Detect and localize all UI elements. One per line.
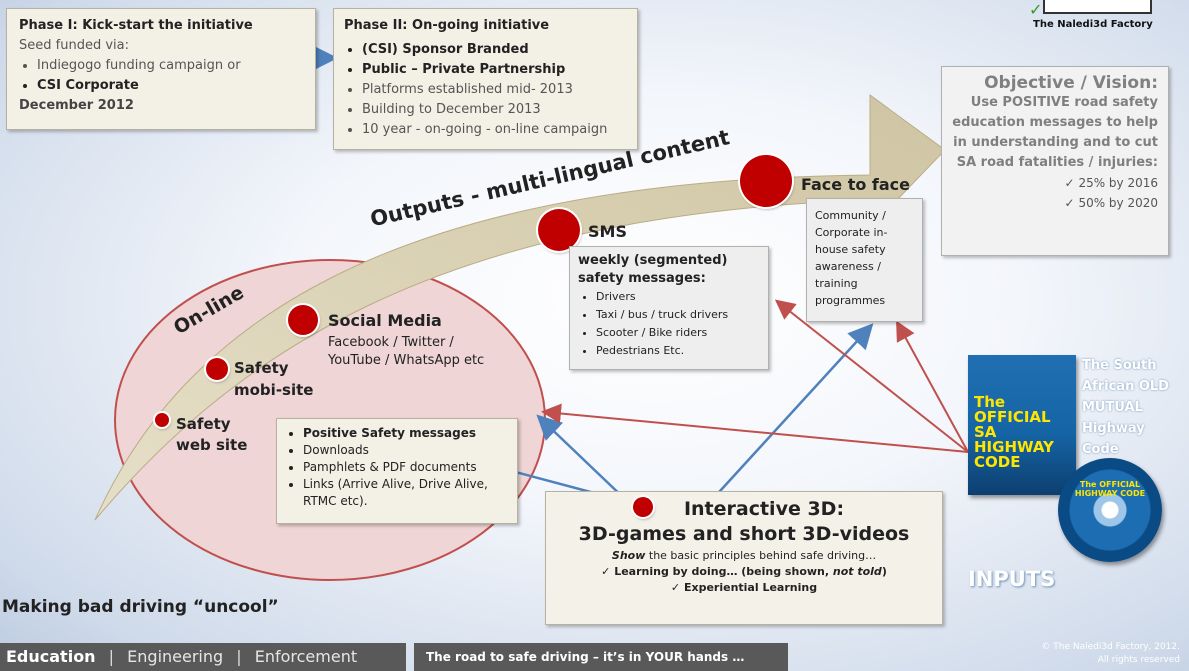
footer-education: Education — [6, 647, 96, 666]
interactive-3d-title: Interactive 3D: — [683, 498, 845, 520]
interactive-3d-subtitle: 3D-games and short 3D-videos — [578, 523, 910, 545]
social-media-dot — [288, 305, 318, 335]
web-content-box: Positive Safety messages Downloads Pamph… — [276, 418, 518, 524]
target-2016: 25% by 2016 — [1078, 176, 1158, 190]
social-media-label: Social Media — [328, 311, 442, 330]
footer-slogan: The road to safe driving – it’s in YOUR … — [414, 643, 788, 671]
growth-arrow — [94, 94, 946, 521]
objective-body: Use POSITIVE road safety education messa… — [952, 95, 1158, 170]
phase1-box: Phase I: Kick-start the initiative Seed … — [6, 8, 316, 130]
phase2-box: Phase II: On-going initiative (CSI) Spon… — [333, 8, 638, 150]
mobi-site-label: Safety mobi-site — [234, 359, 314, 399]
phase1-item: CSI Corporate — [37, 76, 303, 96]
phase1-date: December 2012 — [19, 98, 134, 113]
blue-arrow-to-web — [536, 414, 629, 503]
red-arrow-to-web — [541, 403, 969, 453]
web-item: Pamphlets & PDF documents — [303, 459, 509, 476]
objective-title: Objective / Vision: — [984, 73, 1158, 93]
footer-bar: Education | Engineering | Enforcement — [0, 643, 406, 671]
line2b: ) — [881, 565, 887, 578]
face-to-face-body: Community / Corporate in-house safety aw… — [815, 209, 888, 307]
interactive-3d-box: Interactive 3D: 3D-games and short 3D-vi… — [545, 491, 943, 625]
red-arrow-to-sms — [774, 299, 969, 453]
show-emphasis: Show — [611, 549, 646, 562]
sms-title: weekly (segmented) safety messages: — [578, 253, 728, 286]
phase2-item: Public – Private Partnership — [362, 60, 627, 80]
social-media-sub: Facebook / Twitter / YouTube / WhatsApp … — [328, 335, 485, 368]
uncool-text: Making bad driving “uncool” — [2, 597, 279, 617]
web-item: Downloads — [303, 442, 509, 459]
web-item: Positive Safety messages — [303, 425, 509, 442]
phase1-item: Indiegogo funding campaign or — [37, 56, 303, 76]
phase1-seed: Seed funded via: — [19, 38, 129, 53]
footer-enforcement: Enforcement — [254, 647, 358, 666]
red-arrow-to-face — [896, 320, 969, 453]
web-site-label: Safety web site — [176, 415, 248, 454]
face-to-face-label: Face to face — [801, 175, 910, 194]
logo-mark — [1043, 0, 1152, 14]
interactive-line1: Show the basic principles behind safe dr… — [554, 549, 934, 562]
naledi3d-logo: ✓ The Naledi3d Factory — [1025, 0, 1163, 34]
footer-engineering: Engineering — [127, 647, 224, 666]
footer-separator: | — [236, 647, 242, 666]
mobi-site-dot — [206, 358, 228, 380]
book-title: The OFFICIAL SA HIGHWAY CODE — [974, 393, 1054, 471]
sms-box: weekly (segmented) safety messages: Driv… — [569, 246, 769, 370]
phase2-item: (CSI) Sponsor Branded — [362, 40, 627, 60]
line1-rest: the basic principles behind safe driving… — [645, 549, 877, 562]
objective-target: ✓ 25% by 2016 — [952, 173, 1158, 193]
sms-item: Drivers — [596, 288, 760, 306]
phase2-item: Building to December 2013 — [362, 100, 627, 120]
check-icon: ✓ — [1064, 196, 1075, 210]
phase2-item: Platforms established mid- 2013 — [362, 80, 627, 100]
logo-check-icon: ✓ — [1029, 0, 1043, 19]
blue-arrow-to-face — [709, 323, 874, 503]
interactive-line3: ✓ Experiential Learning — [670, 581, 818, 594]
face-to-face-box: Community / Corporate in-house safety aw… — [806, 198, 923, 322]
objective-box: Objective / Vision: Use POSITIVE road sa… — [941, 66, 1169, 256]
sms-item: Pedestrians Etc. — [596, 342, 760, 360]
inputs-label: INPUTS — [968, 567, 1056, 591]
highway-code-label: The South African OLD MUTUAL Highway Cod… — [1082, 358, 1169, 457]
face-to-face-dot — [740, 155, 792, 207]
phase1-title: Phase I: Kick-start the initiative — [19, 18, 253, 33]
sms-label: SMS — [588, 222, 627, 241]
highway-code-book: The OFFICIAL SA HIGHWAY CODE — [968, 355, 1076, 495]
phase2-title: Phase II: On-going initiative — [344, 18, 550, 33]
footer-separator: | — [108, 647, 115, 666]
line3: Experiential Learning — [683, 581, 818, 594]
sms-item: Scooter / Bike riders — [596, 324, 760, 342]
logo-text: The Naledi3d Factory — [1033, 19, 1153, 30]
line2a: Learning by doing… (being shown, — [614, 565, 833, 578]
phase2-item: 10 year - on-going - on-line campaign — [362, 120, 627, 140]
cd-title: The OFFICIAL HIGHWAY CODE — [1074, 480, 1146, 498]
copyright: © The Naledi3d Factory, 2012. All rights… — [1041, 642, 1180, 665]
objective-target: ✓ 50% by 2020 — [952, 193, 1158, 213]
web-site-dot — [155, 413, 169, 427]
interactive-3d-dot — [633, 497, 653, 517]
web-item: Links (Arrive Alive, Drive Alive, RTMC e… — [303, 476, 509, 510]
check-icon: ✓ — [1064, 176, 1075, 190]
interactive-line2: ✓ Learning by doing… (being shown, not t… — [601, 565, 887, 578]
highway-code-cd: The OFFICIAL HIGHWAY CODE — [1058, 458, 1162, 562]
sms-item: Taxi / bus / truck drivers — [596, 306, 760, 324]
target-2020: 50% by 2020 — [1078, 196, 1158, 210]
not-told: not told — [832, 565, 882, 578]
sms-dot — [538, 209, 580, 251]
